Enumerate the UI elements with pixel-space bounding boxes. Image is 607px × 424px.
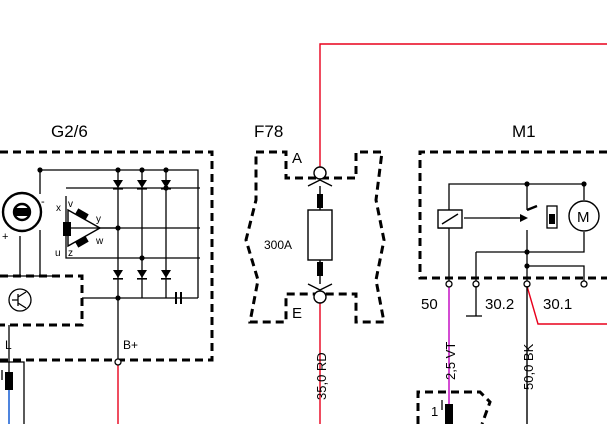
alternator-label: G2/6 — [51, 122, 88, 141]
svg-text:x: x — [56, 203, 61, 214]
wire-red-30-1 — [526, 285, 607, 325]
terminal-30-2-label: 30.2 — [485, 296, 514, 313]
terminal-b-plus — [114, 358, 122, 366]
starter-m1: M1 M 50 — [418, 122, 607, 424]
terminal-30-1-label: 30.1 — [543, 296, 572, 313]
plug-l — [5, 372, 13, 390]
fuse-terminal-e: E — [292, 305, 302, 322]
svg-text:w: w — [95, 236, 104, 247]
alternator-housing — [0, 150, 214, 362]
terminal-50 — [445, 280, 453, 288]
svg-text:-: - — [41, 196, 45, 208]
svg-text:v: v — [68, 199, 73, 210]
wire-label-50-bk: 50,0 BK — [521, 343, 536, 390]
transistor-symbol — [8, 288, 32, 312]
connector-bottom: 1 — [416, 390, 492, 424]
fuse-terminal-a: A — [292, 150, 302, 167]
wire-label-2-5-vt: 2,5 VT — [443, 342, 458, 380]
terminal-l-label: L — [5, 338, 12, 352]
fuse-f78: F78 A E 300A — [244, 122, 386, 324]
terminal-b-plus-label: B+ — [123, 338, 138, 352]
fuse-rating: 300A — [264, 238, 292, 252]
svg-text:y: y — [96, 214, 101, 225]
svg-text:M: M — [577, 209, 590, 226]
fuse-label: F78 — [254, 122, 283, 141]
svg-text:z: z — [68, 248, 73, 259]
starter-housing — [418, 150, 607, 280]
svg-text:u: u — [55, 248, 61, 259]
wire-red-feed-top — [319, 43, 607, 168]
starter-label: M1 — [512, 122, 536, 141]
capacitor — [175, 292, 182, 304]
svg-text:+: + — [2, 231, 8, 243]
connector-pin-label: 1 — [431, 404, 438, 419]
alternator-g2-6: G2/6 x v y u — [0, 122, 214, 424]
wire-group — [8, 43, 607, 424]
wire-label-35-rd: 35,0 RD — [314, 352, 329, 400]
terminal-50-label: 50 — [421, 296, 438, 313]
motor-symbol — [568, 200, 600, 232]
fuse-element — [307, 209, 333, 261]
